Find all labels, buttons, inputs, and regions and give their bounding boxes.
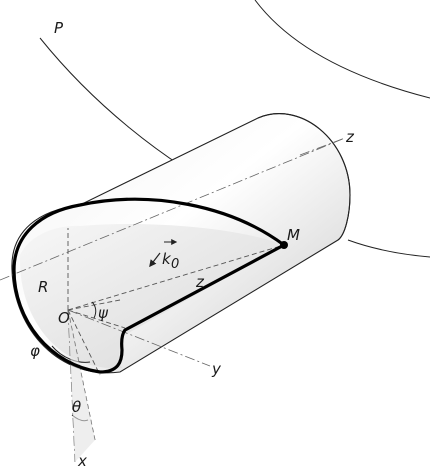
label-psi: ψ [98,304,109,322]
point-m [280,241,288,249]
label-point-m: M [287,226,300,244]
wave-vector-arrow [149,252,161,268]
axis-z-line [0,137,346,281]
psi-arc [91,301,97,319]
axis-y-line [67,309,211,367]
label-plane-p: P [54,19,64,37]
phi-ray [67,309,101,376]
theta-wedge [68,310,95,462]
phi-arc [51,345,91,363]
origin-to-m-line [67,244,285,311]
cylinder-far-cap [257,113,351,241]
label-z-inner: z [195,273,205,291]
label-wave-vector-sub: 0 [171,257,179,272]
label-radius: R [38,278,48,296]
intersection-curve [12,197,286,374]
label-phi: φ [30,342,40,360]
label-axis-z-top: z [345,128,355,146]
label-axis-x: x [77,452,87,470]
plane-p-arc-bottom [347,239,430,258]
axis-z-continuation [299,137,346,156]
label-wave-vector: k [162,250,172,268]
label-theta: θ [72,398,81,416]
label-origin: O [58,309,70,327]
origin-to-cut-line [67,309,126,329]
cut-surface [19,224,285,369]
plane-p-arc-top [254,0,430,99]
label-axis-y: y [211,360,222,378]
